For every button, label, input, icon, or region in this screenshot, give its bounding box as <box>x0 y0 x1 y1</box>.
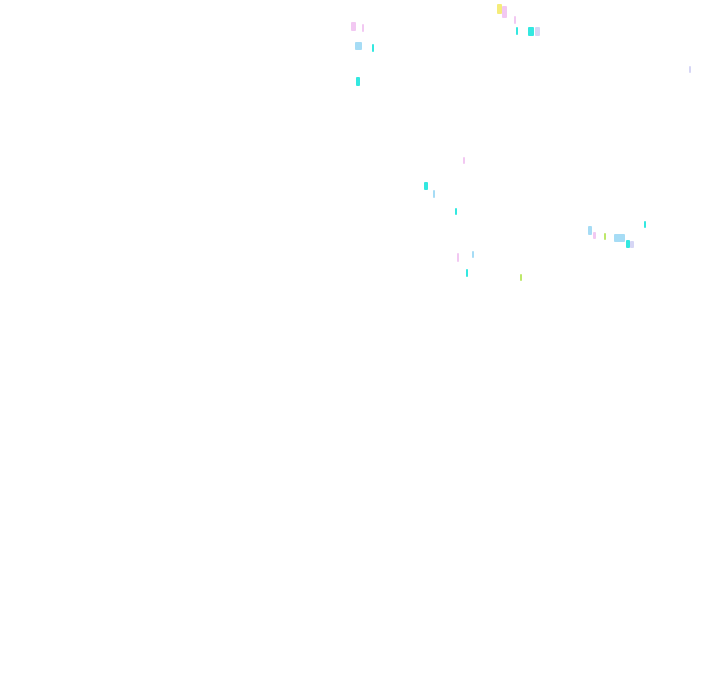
artifact-speck <box>372 44 374 52</box>
artifact-speck <box>457 253 459 262</box>
artifact-speck <box>593 232 596 239</box>
artifact-speck <box>535 27 540 36</box>
artifact-speck <box>502 6 507 18</box>
artifact-speck <box>514 16 516 24</box>
artifact-speck <box>362 24 364 32</box>
artifact-speck <box>355 42 362 50</box>
artifact-speck <box>689 66 691 73</box>
artifact-speck <box>516 27 518 35</box>
artifact-speck <box>433 190 435 198</box>
artifact-speck <box>463 157 465 164</box>
artifact-speck <box>644 221 646 228</box>
artifact-speck <box>528 27 534 36</box>
artifact-speck <box>497 4 502 14</box>
artifact-speck <box>630 241 634 248</box>
artifact-speck <box>604 233 606 240</box>
artifact-speck <box>472 251 474 258</box>
artifact-speck <box>424 182 428 190</box>
artifact-speck <box>614 234 625 242</box>
artifact-speck <box>466 269 468 277</box>
artifact-speck <box>351 22 356 31</box>
artifact-speck <box>356 77 360 86</box>
artifact-speck <box>520 274 522 281</box>
artifact-speck <box>588 226 592 235</box>
artifact-speck <box>455 208 457 215</box>
artifact-speck <box>626 240 630 248</box>
